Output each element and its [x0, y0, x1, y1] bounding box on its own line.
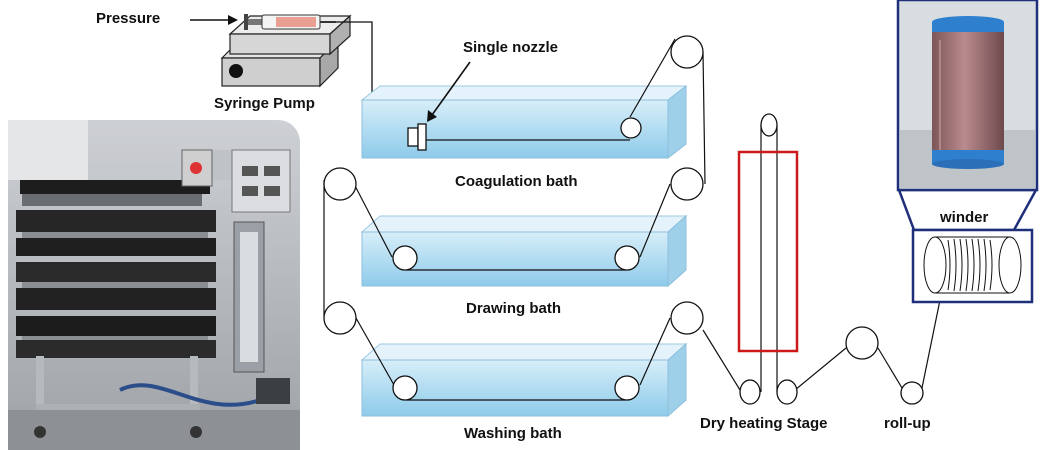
dry-heating-stage-label: Dry heating Stage: [700, 415, 828, 432]
coagulation-bath: [360, 84, 688, 160]
single-nozzle-label: Single nozzle: [463, 39, 558, 56]
drawing-bath: [360, 214, 688, 288]
dry-heating-frame: [737, 150, 799, 353]
fiber-path: [323, 38, 941, 401]
washing-bath-label: Washing bath: [464, 425, 562, 442]
nozzle-pointer: [427, 61, 471, 122]
pressure-label: Pressure: [96, 10, 160, 27]
drawing-bath-label: Drawing bath: [466, 300, 561, 317]
roller-icon: [323, 35, 924, 405]
winder-label: winder: [939, 209, 989, 226]
winder-box: [911, 228, 1034, 304]
nozzle-icon: [407, 123, 427, 151]
syringe-pump-label: Syringe Pump: [214, 95, 315, 112]
apparatus-photo: [8, 120, 300, 450]
spool-photo: [896, 0, 1039, 192]
syringe-icon: [244, 14, 336, 30]
coagulation-bath-label: Coagulation bath: [455, 173, 578, 190]
roll-up-label: roll-up: [884, 415, 931, 432]
pressure-arrow: [190, 15, 238, 25]
